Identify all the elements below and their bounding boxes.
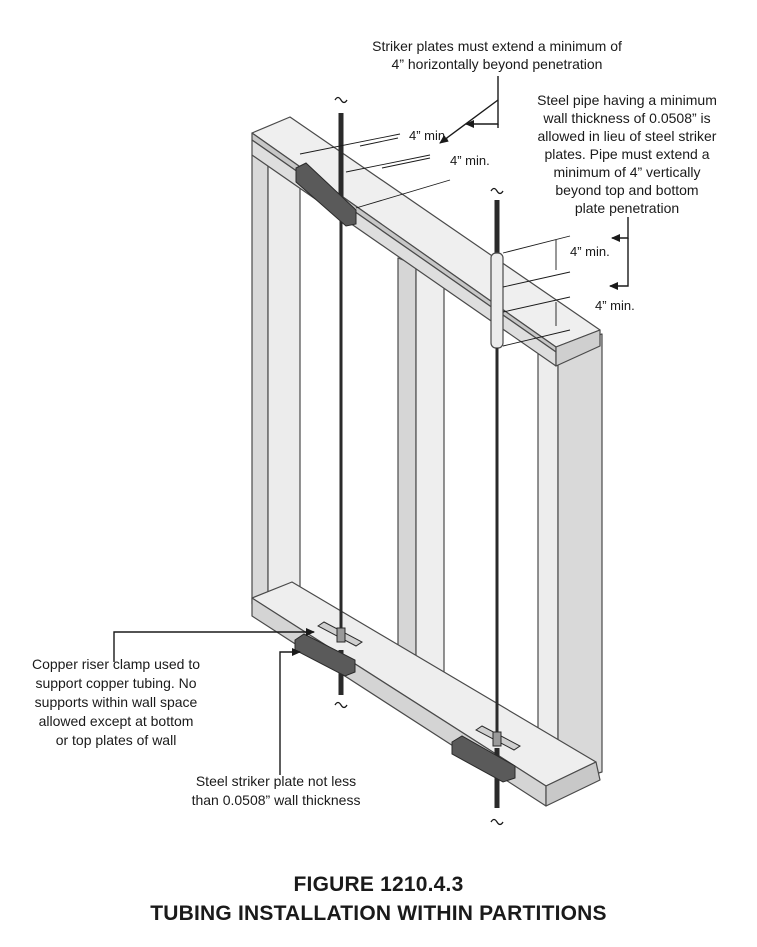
note-striker-plates-line-2: 4” horizontally beyond penetration — [392, 56, 603, 72]
riser-clamp-left — [317, 621, 363, 647]
leader-copper-clamp — [113, 628, 315, 662]
middle-stud-front — [397, 257, 417, 696]
dimension-lines — [299, 133, 571, 347]
note-steel-striker-line-1: Steel striker plate not less — [196, 773, 356, 789]
note-copper-clamp-line-2: support copper tubing. No — [35, 675, 196, 691]
copper-tube-left — [294, 113, 363, 695]
figure-title: TUBING INSTALLATION WITHIN PARTITIONS — [150, 902, 607, 925]
wall-framing — [251, 116, 603, 807]
leader-steel-striker — [279, 648, 301, 775]
break-symbol-right-bottom — [490, 818, 504, 826]
left-stud-side — [267, 161, 301, 623]
note-steel-pipe-line-3: allowed in lieu of steel striker — [538, 128, 717, 144]
right-stud-side — [557, 333, 603, 786]
copper-tube-right — [451, 200, 521, 808]
leader-steel-pipe-1 — [611, 217, 629, 242]
leader-striker-plates — [465, 76, 499, 128]
note-copper-clamp-line-3: supports within wall space — [35, 694, 198, 710]
note-copper-clamp: Copper riser clamp used to support coppe… — [32, 656, 200, 748]
striker-plate-bottom-right — [451, 735, 516, 783]
right-stud-front — [537, 347, 559, 796]
middle-stud-side — [415, 264, 445, 707]
break-symbols — [334, 96, 504, 826]
dim-vertical-2: 4” min. — [595, 298, 635, 313]
note-striker-plates: Striker plates must extend a minimum of … — [372, 38, 622, 72]
note-striker-plates-line-1: Striker plates must extend a minimum of — [372, 38, 622, 54]
note-steel-pipe-line-1: Steel pipe having a minimum — [537, 92, 717, 108]
note-steel-pipe-line-6: beyond top and bottom — [555, 182, 698, 198]
left-stud-front — [251, 154, 269, 611]
note-steel-striker-line-2: than 0.0508” wall thickness — [192, 792, 361, 808]
note-steel-pipe-line-4: plates. Pipe must extend a — [545, 146, 710, 162]
dim-h2-line — [381, 157, 431, 169]
dim-horizontal-2: 4” min. — [450, 153, 490, 168]
dim-horizontal-1: 4” min. — [409, 128, 449, 143]
note-steel-pipe-line-5: minimum of 4” vertically — [553, 164, 700, 180]
note-steel-striker: Steel striker plate not less than 0.0508… — [192, 773, 361, 808]
break-symbol-left-top — [334, 96, 348, 104]
note-copper-clamp-line-4: allowed except at bottom — [39, 713, 194, 729]
leader-steel-pipe-2 — [609, 238, 629, 290]
note-copper-clamp-line-1: Copper riser clamp used to — [32, 656, 200, 672]
figure-number: FIGURE 1210.4.3 — [293, 873, 464, 896]
note-steel-pipe-line-2: wall thickness of 0.0508” is — [542, 110, 710, 126]
steel-pipe-sleeve — [490, 252, 504, 349]
note-steel-pipe-line-7: plate penetration — [575, 200, 679, 216]
striker-plate-top-left — [295, 162, 357, 227]
leader-lines — [113, 76, 629, 775]
top-plate-end — [555, 329, 601, 367]
riser-clamp-right — [475, 725, 521, 751]
note-copper-clamp-line-5: or top plates of wall — [56, 732, 177, 748]
break-symbol-right-top — [490, 187, 504, 195]
dim-vertical-1: 4” min. — [570, 244, 610, 259]
break-symbol-left-bottom — [334, 701, 348, 709]
note-steel-pipe: Steel pipe having a minimum wall thickne… — [537, 92, 717, 216]
bottom-plate-end — [545, 761, 601, 807]
dim-h1-line — [359, 137, 399, 147]
